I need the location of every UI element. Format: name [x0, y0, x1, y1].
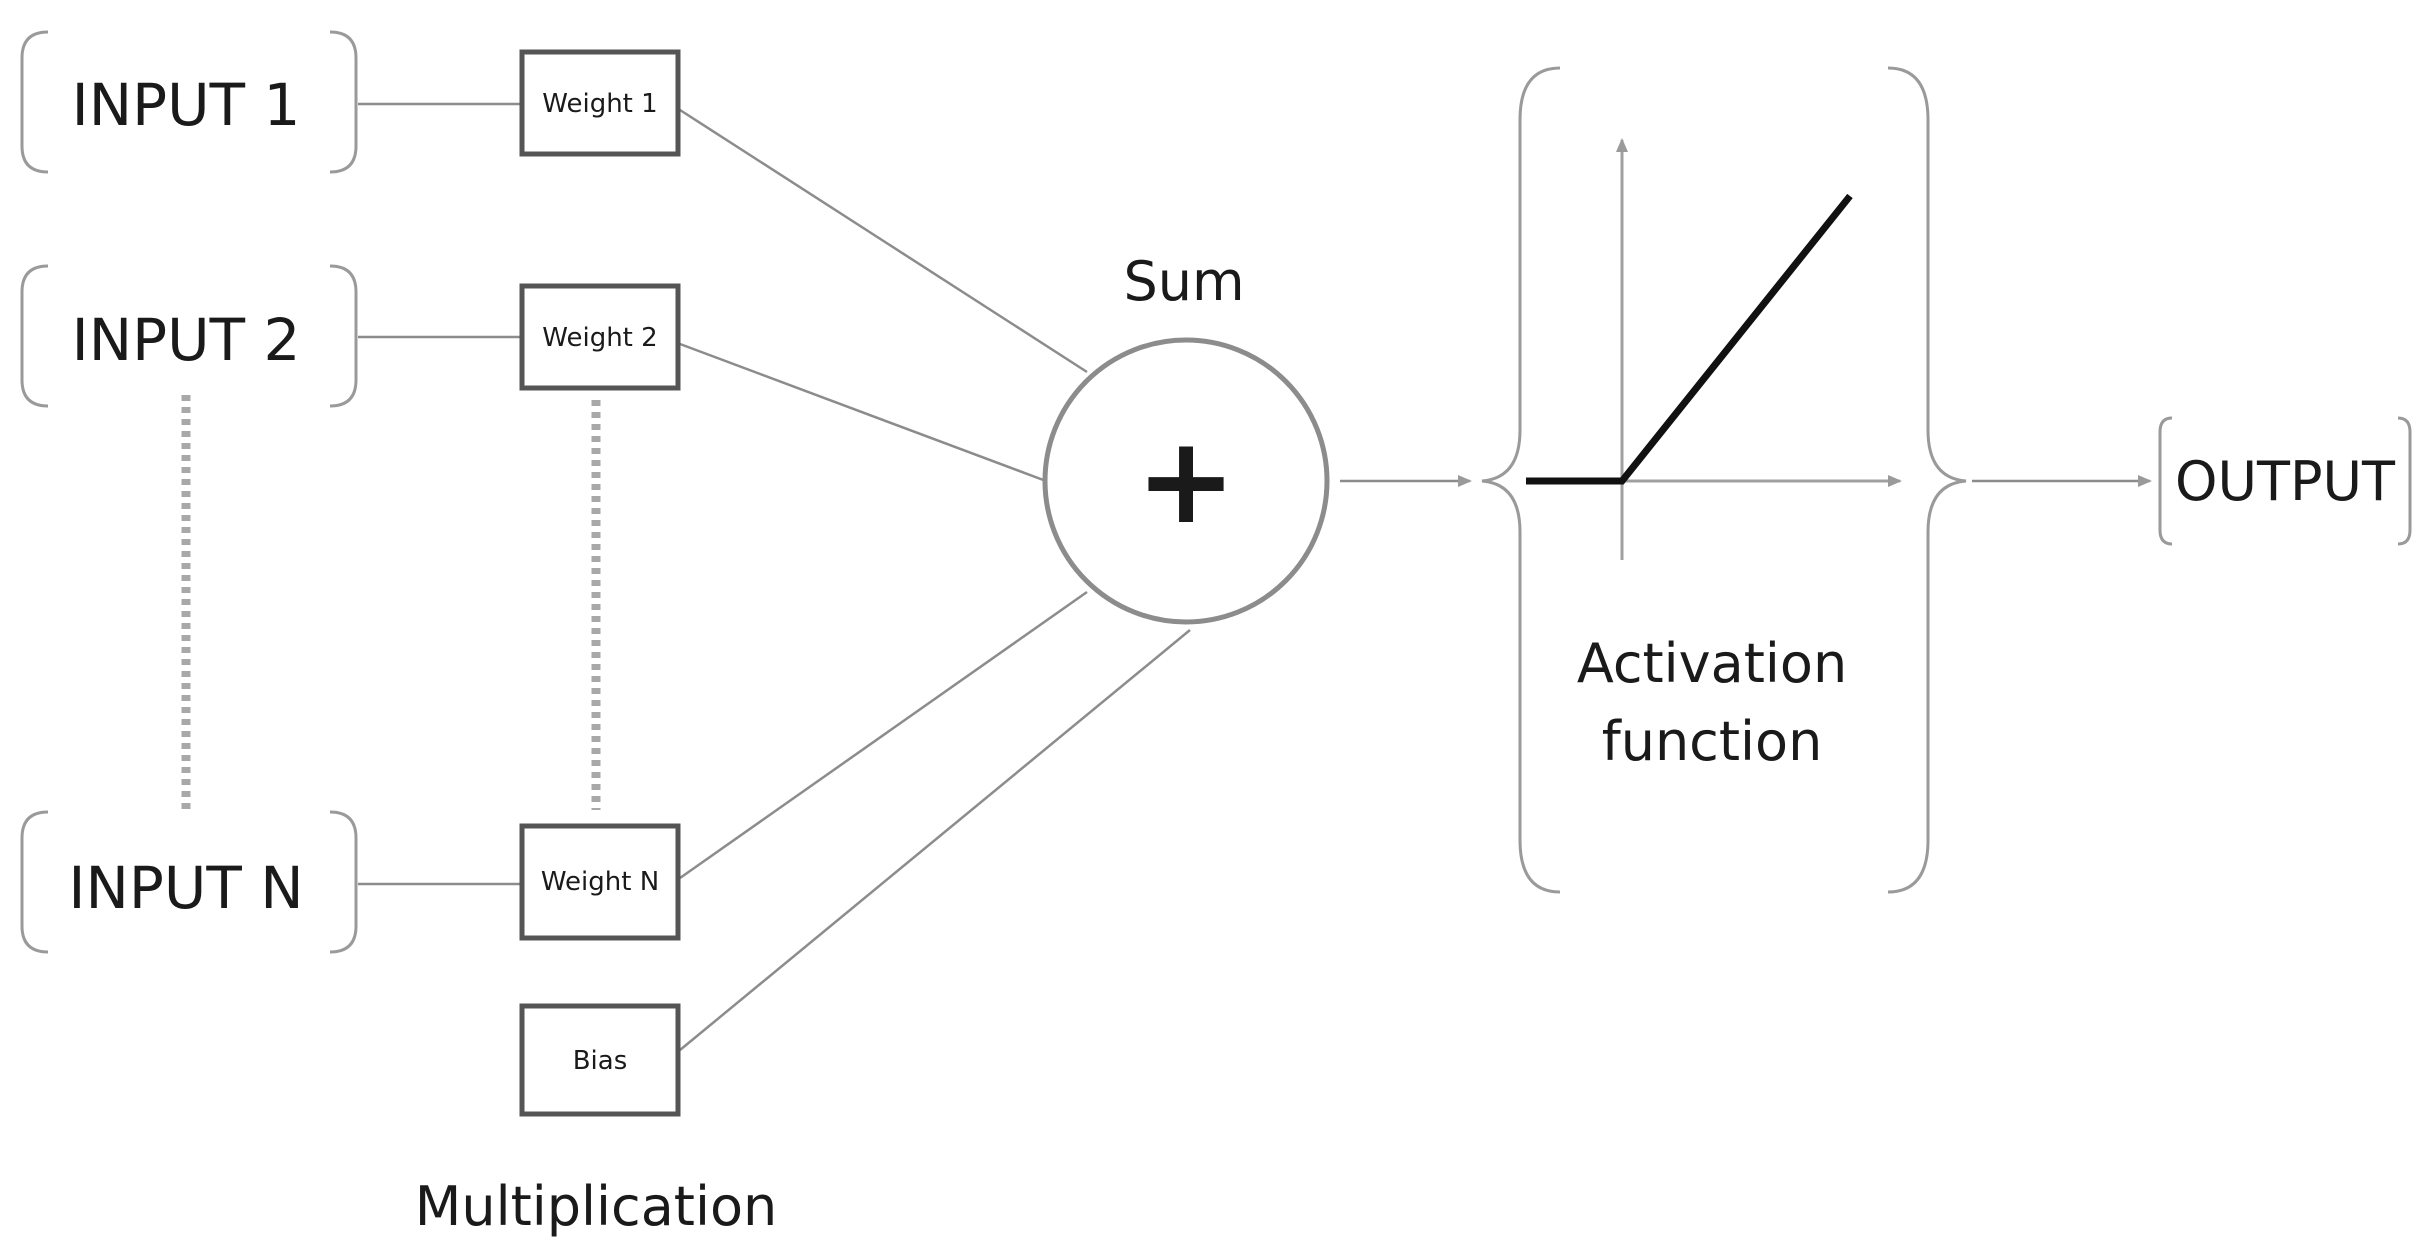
- weight-1-to-sum-wire: [679, 108, 1088, 374]
- weight-2-label: Weight 2: [542, 323, 657, 353]
- input-n-right-bracket: [329, 810, 358, 954]
- sum-label: Sum: [1123, 250, 1244, 313]
- bias-box: Bias: [519, 1003, 681, 1117]
- sum-node: +: [1042, 337, 1330, 625]
- output-label: OUTPUT: [2175, 450, 2396, 513]
- output-left-bracket: [2158, 416, 2173, 546]
- activation-left-brace: [1481, 66, 1561, 894]
- multiplication-label: Multiplication: [415, 1175, 778, 1238]
- input-n-label: INPUT N: [68, 854, 303, 922]
- activation-right-brace: [1887, 66, 1967, 894]
- plus-symbol: +: [1136, 412, 1237, 551]
- bias-to-sum-wire: [679, 629, 1191, 1051]
- input-1-right-bracket: [329, 30, 358, 174]
- input-1-label: INPUT 1: [72, 71, 301, 139]
- weight-1-box: Weight 1: [519, 49, 681, 157]
- relu-curve: [1526, 193, 1853, 485]
- input-2-left-bracket: [20, 264, 49, 408]
- input-1-left-bracket: [20, 30, 49, 174]
- sum-circle: [1042, 337, 1330, 625]
- activation-function-node: Activation function: [1481, 66, 1967, 894]
- input-2-label: INPUT 2: [72, 306, 301, 374]
- activation-label-line-1: Activation: [1577, 632, 1847, 695]
- weight-2-box: Weight 2: [519, 283, 681, 391]
- output-right-bracket: [2397, 416, 2412, 546]
- weight-n-box: Weight N: [519, 823, 681, 941]
- output-node: OUTPUT: [2158, 416, 2412, 546]
- input-1-node: INPUT 1: [20, 30, 358, 174]
- weight-n-label: Weight N: [541, 867, 659, 897]
- weight-2-to-sum-wire: [679, 342, 1047, 483]
- input-n-node: INPUT N: [20, 810, 358, 954]
- input-2-right-bracket: [329, 264, 358, 408]
- bias-label: Bias: [573, 1046, 628, 1076]
- activation-label-line-2: function: [1602, 710, 1823, 773]
- input-2-node: INPUT 2: [20, 264, 358, 408]
- input-n-left-bracket: [20, 810, 49, 954]
- weight-1-label: Weight 1: [542, 89, 657, 119]
- weight-n-to-sum-wire: [679, 590, 1088, 880]
